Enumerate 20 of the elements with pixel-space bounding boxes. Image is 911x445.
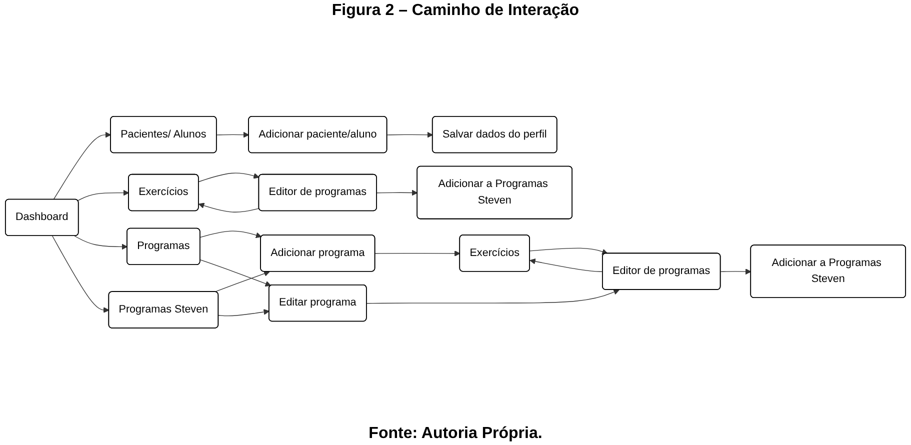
arrow <box>216 132 250 138</box>
figure-caption: Fonte: Autoria Própria. <box>368 425 542 443</box>
arrow <box>366 290 620 304</box>
arrow <box>386 132 433 138</box>
arrow <box>200 231 262 238</box>
arrow <box>214 271 270 293</box>
arrow <box>198 203 260 213</box>
figure-title: Figura 2 – Caminho de Interação <box>332 2 580 20</box>
arrow <box>198 173 260 182</box>
arrow <box>720 268 752 275</box>
arrow <box>530 248 608 255</box>
arrow <box>200 260 272 287</box>
arrow <box>74 236 128 250</box>
arrow <box>218 309 270 316</box>
arrow <box>77 190 130 202</box>
arrow <box>374 250 460 257</box>
arrow <box>376 190 418 196</box>
arrow <box>53 132 112 200</box>
arrow <box>530 258 604 272</box>
arrow <box>52 236 110 314</box>
